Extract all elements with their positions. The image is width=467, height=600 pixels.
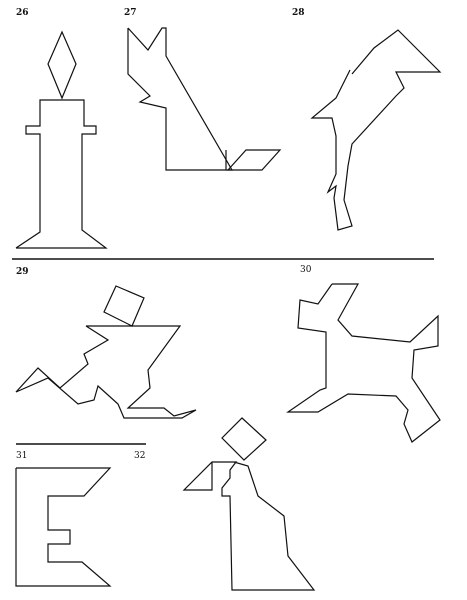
figure-32-woman xyxy=(182,417,316,591)
figure-29-label: 29 xyxy=(16,267,29,277)
figure-32-label: 32 xyxy=(134,451,145,461)
woman-head xyxy=(221,417,267,461)
figure-27-label: 27 xyxy=(124,8,137,18)
runner-body xyxy=(15,325,197,419)
woman-body xyxy=(182,461,316,591)
figure-27-fox xyxy=(127,27,282,171)
candle-flame xyxy=(47,30,77,100)
candle-body xyxy=(15,99,108,249)
figure-28-label: 28 xyxy=(292,8,305,18)
fox-tail xyxy=(226,149,282,171)
figure-26-label: 26 xyxy=(16,8,29,18)
figure-31-label: 31 xyxy=(16,451,27,461)
figure-30-label: 30 xyxy=(300,265,312,275)
fox-body xyxy=(127,27,234,171)
figure-28-crane xyxy=(310,29,442,231)
deer-body xyxy=(286,283,441,443)
letter-e-shape xyxy=(15,467,112,587)
runner-head xyxy=(103,285,145,327)
figure-29-runner xyxy=(15,285,197,419)
figure-31-letter-e xyxy=(15,467,112,587)
crane-body xyxy=(310,29,442,231)
figure-26-candle xyxy=(15,30,108,249)
figure-30-deer xyxy=(286,283,441,443)
